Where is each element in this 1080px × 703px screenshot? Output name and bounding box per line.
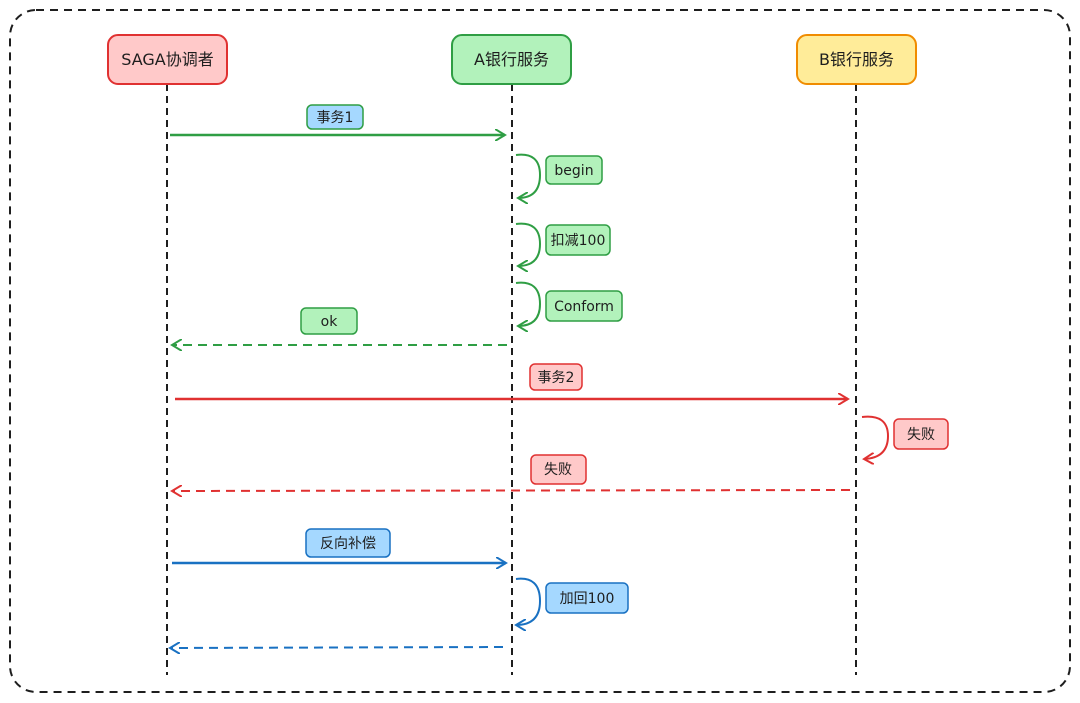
tag-begin: begin xyxy=(545,155,603,185)
participant-bank-a: A银行服务 xyxy=(451,34,572,85)
tag-fail-self: 失败 xyxy=(893,418,949,450)
tag-tx2-label: 事务2 xyxy=(538,370,575,386)
self-loop-begin xyxy=(515,153,542,198)
participant-bank-b-label: B银行服务 xyxy=(819,50,894,69)
tag-tx1-label: 事务1 xyxy=(317,110,354,126)
self-loop-deduct xyxy=(515,222,542,266)
tag-confirm-label: Conform xyxy=(554,299,614,315)
tag-tx2: 事务2 xyxy=(529,363,583,391)
participant-saga: SAGA协调者 xyxy=(107,34,228,85)
tag-confirm: Conform xyxy=(545,290,623,322)
tag-ok-label: ok xyxy=(321,314,339,330)
tag-compensate: 反向补偿 xyxy=(305,528,391,558)
arrow-fail-return xyxy=(172,490,851,491)
self-loop-confirm xyxy=(515,281,542,326)
self-loop-fail xyxy=(861,415,890,459)
tag-compensate-label: 反向补偿 xyxy=(320,536,376,552)
participant-bank-b: B银行服务 xyxy=(796,34,917,85)
arrow-compensate-return xyxy=(170,647,504,648)
tag-add-back: 加回100 xyxy=(545,582,629,614)
self-loop-add-back xyxy=(516,577,542,625)
tag-deduct-label: 扣减100 xyxy=(551,233,606,249)
tag-fail-return-label: 失败 xyxy=(544,462,572,478)
participant-bank-a-label: A银行服务 xyxy=(474,50,549,69)
tag-add-back-label: 加回100 xyxy=(560,591,615,607)
participant-saga-label: SAGA协调者 xyxy=(121,50,213,69)
tag-deduct: 扣减100 xyxy=(545,224,611,256)
tag-fail-self-label: 失败 xyxy=(907,427,935,443)
tag-ok: ok xyxy=(300,307,358,335)
diagram-frame xyxy=(9,9,1071,693)
tag-begin-label: begin xyxy=(554,163,593,179)
tag-fail-return: 失败 xyxy=(530,454,587,485)
tag-tx1: 事务1 xyxy=(306,104,364,130)
